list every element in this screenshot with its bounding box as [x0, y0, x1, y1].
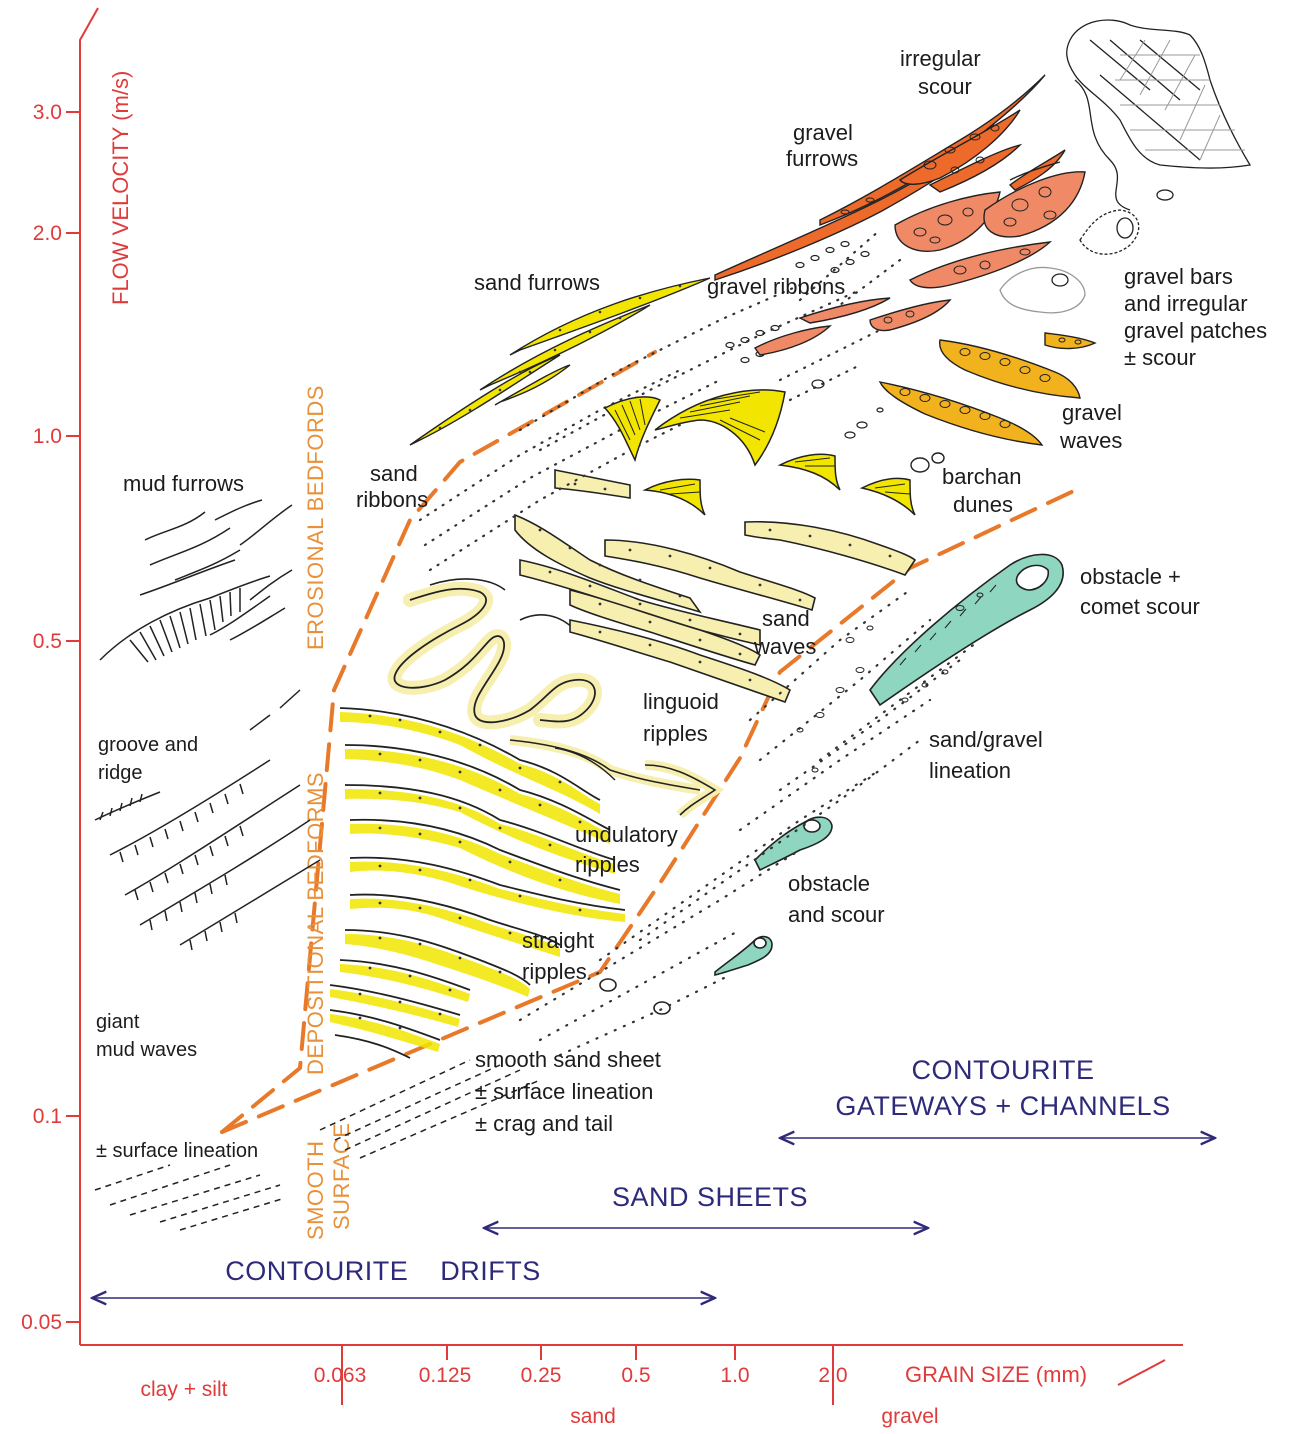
label-sand-waves-1: sand	[762, 606, 810, 631]
label-gravel-bars-2: and irregular	[1124, 291, 1248, 316]
y-tick-1-0: 1.0	[33, 425, 62, 448]
y-tick-2-0: 2.0	[33, 222, 62, 245]
barchan-dunes-sketch	[605, 390, 915, 515]
label-straight-ripples-1: straight	[522, 928, 594, 953]
label-sand-ribbons-2: ribbons	[356, 487, 428, 512]
label-undulatory-ripples-1: undulatory	[575, 822, 678, 847]
x-tick-0-5: 0.5	[621, 1364, 650, 1387]
x-tick-0-063: 0.063	[314, 1364, 367, 1387]
label-groove-ridge-1: groove and	[98, 734, 198, 756]
label-obstacle-scour-2: and scour	[788, 902, 885, 927]
label-smooth-sand-sheet-3: ± crag and tail	[475, 1111, 613, 1136]
label-obstacle-scour-1: obstacle	[788, 871, 870, 896]
label-irregular-scour-2: scour	[918, 74, 972, 99]
label-barchan-dunes-1: barchan	[942, 464, 1022, 489]
env-gateways-label-2: GATEWAYS + CHANNELS	[835, 1091, 1170, 1121]
env-sand-sheets-label: SAND SHEETS	[612, 1182, 808, 1212]
label-sand-gravel-lineation-2: lineation	[929, 758, 1011, 783]
label-giant-mud-waves-1: giant	[96, 1011, 140, 1033]
label-sand-furrows: sand furrows	[474, 270, 600, 295]
label-surface-lineation: ± surface lineation	[96, 1140, 258, 1162]
y-axis	[66, 8, 98, 1345]
label-gravel-bars-4: ± scour	[1124, 345, 1196, 370]
environment-ranges: CONTOURITE GATEWAYS + CHANNELS SAND SHEE…	[92, 1055, 1215, 1298]
zone-erosional-label: EROSIONAL BEDFORDS	[303, 385, 328, 650]
groove-ridge-sketch	[95, 690, 320, 950]
label-irregular-scour-1: irregular	[900, 46, 981, 71]
label-gravel-ribbons: gravel ribbons	[707, 274, 845, 299]
sand-waves-sketch	[515, 470, 915, 702]
label-groove-ridge-2: ridge	[98, 762, 142, 784]
x-axis-title: GRAIN SIZE (mm)	[905, 1362, 1087, 1387]
label-gravel-bars-1: gravel bars	[1124, 264, 1233, 289]
label-smooth-sand-sheet-1: smooth sand sheet	[475, 1047, 661, 1072]
label-sand-waves-2: waves	[753, 634, 816, 659]
x-group-gravel: gravel	[881, 1405, 938, 1428]
y-tick-3-0: 3.0	[33, 101, 62, 124]
label-gravel-furrows-1: gravel	[793, 120, 853, 145]
label-undulatory-ripples-2: ripples	[575, 852, 640, 877]
label-gravel-waves-2: waves	[1059, 428, 1122, 453]
x-tick-0-125: 0.125	[419, 1364, 472, 1387]
label-barchan-dunes-2: dunes	[953, 492, 1013, 517]
y-axis-title: FLOW VELOCITY (m/s)	[108, 71, 133, 305]
label-obstacle-comet-2: comet scour	[1080, 594, 1200, 619]
zone-smooth-label-1: SMOOTH	[303, 1140, 328, 1240]
straight-ripples-sketch	[330, 708, 625, 1058]
x-tick-1-0: 1.0	[720, 1364, 749, 1387]
x-tick-2-0: 2.0	[818, 1364, 847, 1387]
label-obstacle-comet-1: obstacle +	[1080, 564, 1181, 589]
label-giant-mud-waves-2: mud waves	[96, 1039, 197, 1061]
label-linguoid-ripples-1: linguoid	[643, 689, 719, 714]
label-linguoid-ripples-2: ripples	[643, 721, 708, 746]
label-gravel-waves-1: gravel	[1062, 400, 1122, 425]
env-drifts-label: CONTOURITE DRIFTS	[225, 1256, 541, 1286]
gravel-bars-sketch	[755, 162, 1085, 355]
zone-depositional-label: DEPOSITIONAL BEDFORMS	[303, 772, 328, 1075]
label-sand-gravel-lineation-1: sand/gravel	[929, 727, 1043, 752]
x-group-clay-silt: clay + silt	[141, 1378, 228, 1401]
y-tick-0-5: 0.5	[33, 630, 62, 653]
mud-furrows-sketch	[100, 500, 292, 662]
x-tick-labels: 0.063 0.125 0.25 0.5 1.0 2.0 clay + silt…	[141, 1364, 939, 1428]
x-tick-0-25: 0.25	[521, 1364, 562, 1387]
label-straight-ripples-2: ripples	[522, 959, 587, 984]
y-tick-0-05: 0.05	[21, 1311, 62, 1334]
label-mud-furrows: mud furrows	[123, 471, 244, 496]
label-gravel-bars-3: gravel patches	[1124, 318, 1267, 343]
env-gateways-label-1: CONTOURITE	[911, 1055, 1094, 1085]
label-smooth-sand-sheet-2: ± surface lineation	[475, 1079, 653, 1104]
y-tick-labels: 3.0 2.0 1.0 0.5 0.1 0.05	[21, 101, 62, 1334]
label-gravel-furrows-2: furrows	[786, 146, 858, 171]
x-group-sand: sand	[570, 1405, 616, 1428]
zone-smooth-label-2: SURFACE	[329, 1123, 354, 1230]
y-tick-0-1: 0.1	[33, 1105, 62, 1128]
sand-furrows-sketch	[410, 278, 710, 445]
label-sand-ribbons-1: sand	[370, 461, 418, 486]
